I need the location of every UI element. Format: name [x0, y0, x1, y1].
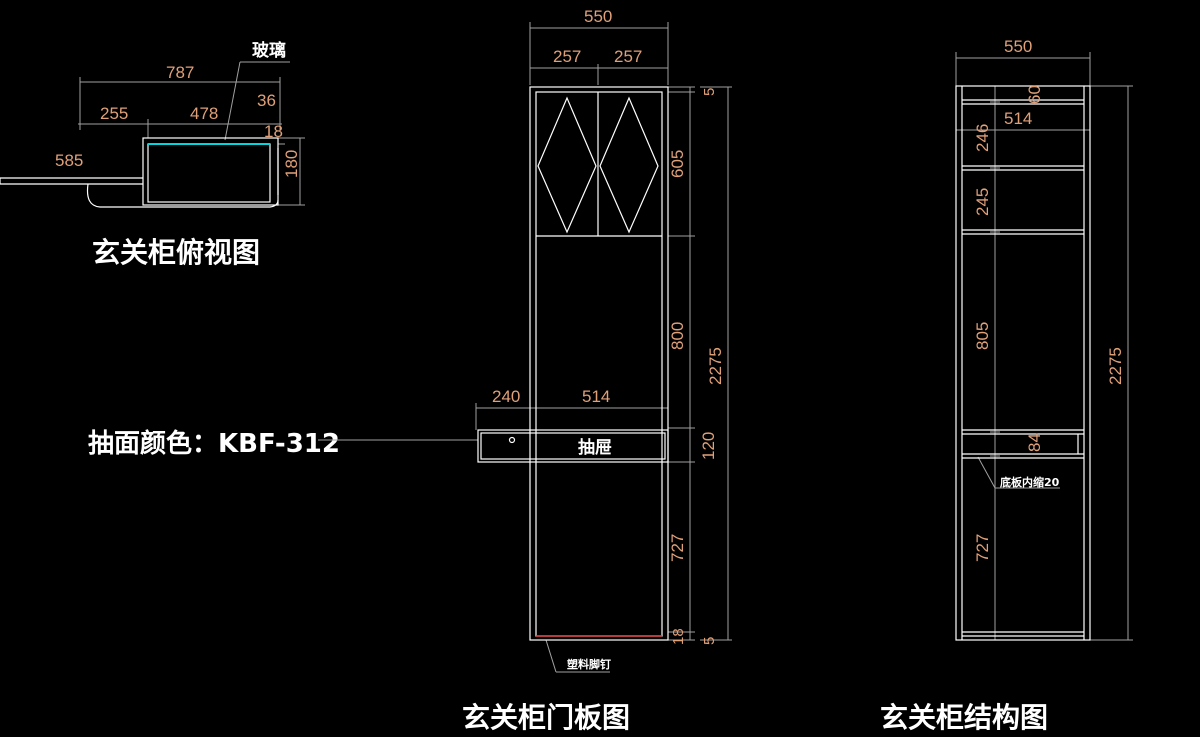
- foot-note: 塑料脚钉: [567, 657, 611, 671]
- struct-dim-2275: 2275: [1106, 347, 1125, 385]
- door-dim-605: 605: [668, 150, 687, 178]
- door-dim-727: 727: [668, 534, 687, 562]
- struct-dim-805: 805: [973, 322, 992, 350]
- top-view: [78, 61, 305, 206]
- struct-dim-727: 727: [973, 534, 992, 562]
- struct-dim-245: 245: [973, 188, 992, 216]
- door-dim-5-bottom: 5: [701, 637, 718, 645]
- door-dim-257-right: 257: [614, 47, 642, 66]
- struct-dim-84: 84: [1025, 433, 1044, 452]
- dim-585: 585: [55, 151, 83, 170]
- struct-dim-550: 550: [1004, 37, 1032, 56]
- door-dim-18: 18: [670, 628, 687, 645]
- door-dim-240: 240: [492, 387, 520, 406]
- dim-478: 478: [190, 104, 218, 123]
- door-dim-800: 800: [668, 322, 687, 350]
- door-dim-257-left: 257: [553, 47, 581, 66]
- dim-18-top: 18: [264, 122, 283, 141]
- dim-180: 180: [282, 150, 301, 178]
- struct-dim-514: 514: [1004, 109, 1032, 128]
- structure-view-dims: [955, 52, 1133, 641]
- glass-label: 玻璃: [252, 40, 286, 61]
- drawer-label: 抽屉: [578, 437, 612, 458]
- drawer-color-note: 抽面颜色：KBF-312: [88, 428, 340, 459]
- top-view-title: 玄关柜俯视图: [92, 236, 260, 269]
- struct-dim-246: 246: [973, 124, 992, 152]
- door-dim-120: 120: [699, 432, 718, 460]
- top-view-body: [0, 137, 279, 208]
- structure-view-body: [955, 85, 1091, 641]
- dim-787: 787: [166, 63, 194, 82]
- dim-255: 255: [100, 104, 128, 123]
- struct-dim-60: 60: [1025, 85, 1044, 104]
- door-dim-550: 550: [584, 7, 612, 26]
- door-dim-5-top: 5: [701, 88, 718, 96]
- structure-view-title: 玄关柜结构图: [880, 701, 1048, 734]
- door-view-title: 玄关柜门板图: [462, 701, 630, 734]
- dim-36: 36: [257, 91, 276, 110]
- door-view-dims: [475, 22, 732, 673]
- door-dim-2275: 2275: [706, 347, 725, 385]
- door-dim-514: 514: [582, 387, 610, 406]
- door-view-body: [477, 86, 669, 641]
- struct-note: 底板内缩20: [1000, 475, 1060, 489]
